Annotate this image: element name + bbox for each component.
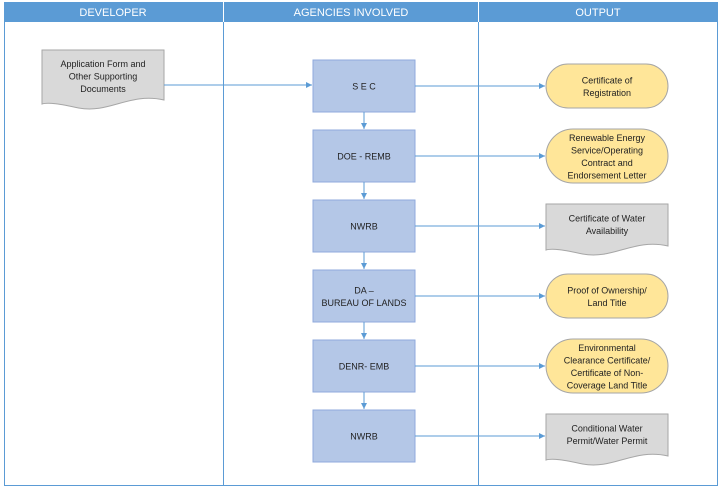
developer-document-label: Other Supporting	[69, 72, 138, 82]
output-terminator-shape	[545, 273, 669, 319]
developer-document-label: Documents	[80, 84, 126, 94]
agency-label: NWRB	[350, 222, 378, 232]
agency-box	[312, 269, 416, 323]
output-document-shape	[545, 413, 669, 466]
output-terminator-shape	[545, 338, 669, 394]
output-label: Endorsement Letter	[567, 170, 646, 180]
output-label: Certificate of	[582, 75, 633, 85]
agency-label: BUREAU OF LANDS	[321, 298, 406, 308]
developer-document-shape	[41, 49, 165, 110]
output-label: Certificate of Water	[569, 213, 646, 223]
output-label: Clearance Certificate/	[564, 355, 651, 365]
output-document-shape	[545, 203, 669, 256]
output-label: Certificate of Non-	[571, 368, 644, 378]
output-label: Availability	[586, 226, 629, 236]
agency-box	[312, 339, 416, 393]
output-label: Conditional Water	[571, 423, 642, 433]
output-label: Environmental	[578, 343, 636, 353]
output-label: Permit/Water Permit	[567, 436, 648, 446]
output-terminator-shape	[545, 63, 669, 109]
lane-header-output: OUTPUT	[575, 7, 621, 19]
output-label: Service/Operating	[571, 145, 643, 155]
agency-label: DA –	[354, 285, 374, 295]
output-label: Coverage Land Title	[567, 380, 648, 390]
lane-header-agencies: AGENCIES INVOLVED	[294, 7, 409, 19]
output-label: Land Title	[587, 298, 626, 308]
developer-document-label: Application Form and	[60, 59, 145, 69]
output-label: Registration	[583, 88, 631, 98]
header-bar	[4, 2, 718, 22]
agency-label: DOE - REMB	[337, 152, 391, 162]
output-label: Proof of Ownership/	[567, 285, 647, 295]
lane-header-developer: DEVELOPER	[79, 7, 146, 19]
output-terminator-shape	[545, 128, 669, 184]
output-label: Contract and	[581, 158, 633, 168]
output-label: Renewable Energy	[569, 133, 646, 143]
agency-label: DENR- EMB	[339, 362, 390, 372]
agency-label: NWRB	[350, 432, 378, 442]
agency-label: S E C	[352, 82, 376, 92]
